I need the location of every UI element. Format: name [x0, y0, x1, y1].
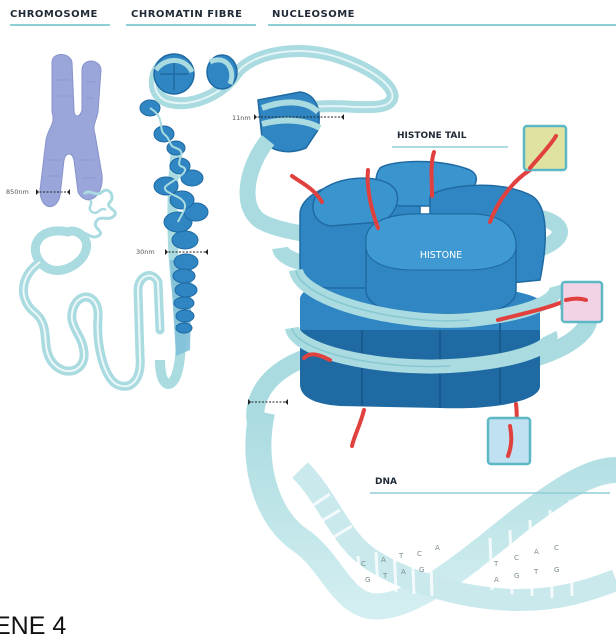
base-letter: T	[398, 552, 404, 560]
base-letter: T	[533, 568, 539, 576]
base-letter: A	[534, 548, 539, 556]
base-letter: C	[417, 550, 422, 558]
base-letter: A	[494, 576, 499, 584]
base-letter: T	[382, 572, 388, 580]
caption-text: ENE 4	[0, 612, 66, 641]
chromatin-fibre	[140, 100, 208, 384]
base-letter: G	[554, 566, 559, 574]
base-letter: C	[361, 560, 366, 568]
base-letter: G	[419, 566, 424, 574]
nucleosome-core: HISTONE	[292, 162, 556, 409]
base-letter: A	[435, 544, 440, 552]
histone-label: HISTONE	[420, 250, 462, 261]
base-letter: C	[554, 544, 559, 552]
base-letter: A	[381, 556, 386, 564]
base-letter: T	[493, 560, 499, 568]
size-30nm-label: 30nm	[136, 248, 155, 256]
base-letter: G	[514, 572, 519, 580]
size-11nm-label: 11nm	[232, 114, 251, 122]
base-letter: A	[401, 568, 406, 576]
base-letter: G	[365, 576, 370, 584]
base-letter: C	[514, 554, 519, 562]
dna-double-helix: C A T C A G T A G T C A C A G T G	[258, 412, 616, 606]
pink-modification-box	[562, 282, 602, 322]
dna-label: DNA	[375, 477, 397, 487]
chromosome	[40, 55, 115, 237]
size-850nm-label: 850nm	[6, 188, 29, 196]
histone-tail-label: HISTONE TAIL	[397, 131, 467, 141]
